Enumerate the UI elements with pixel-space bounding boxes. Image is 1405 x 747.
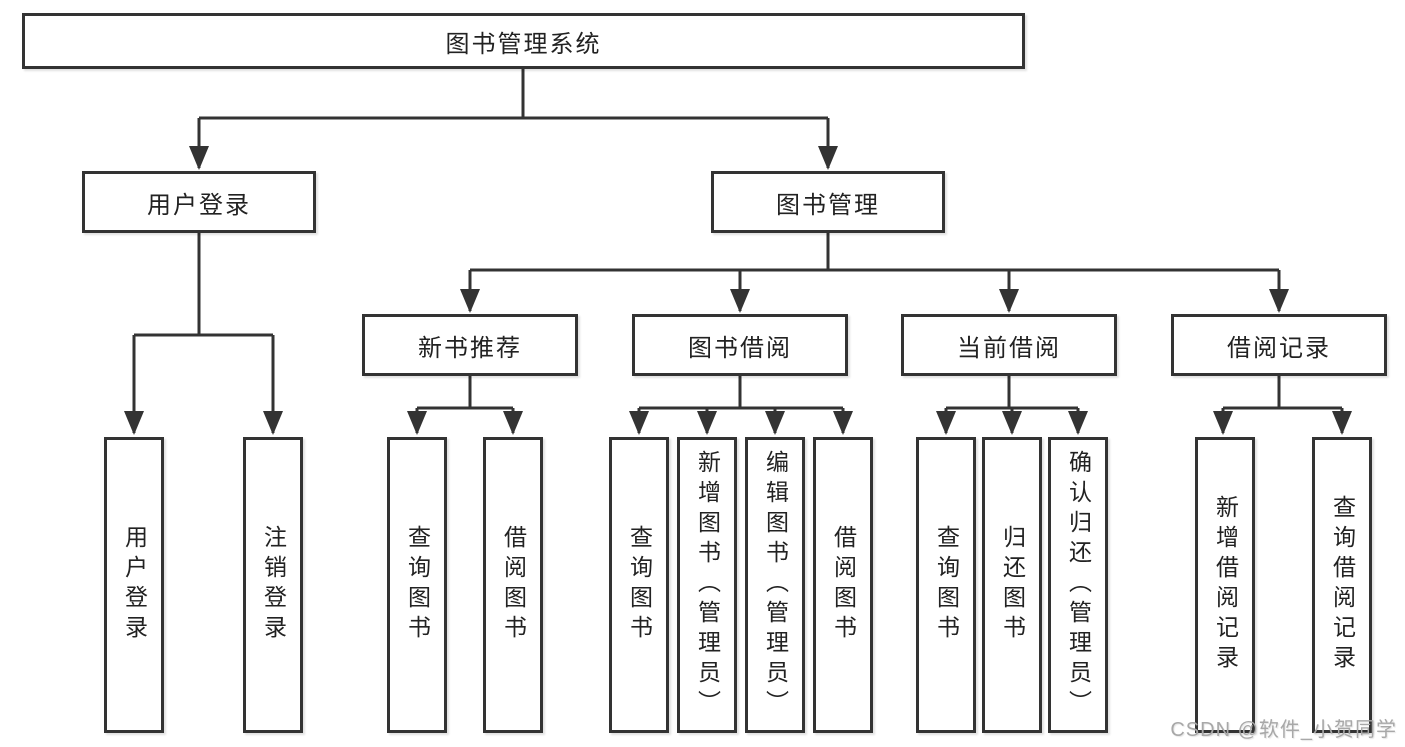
node-new-book-recommendation: 新书推荐: [362, 314, 578, 376]
leaf-edit-books-admin: 编辑图书（管理员）: [745, 437, 805, 733]
leaf-label: 新增图书（管理员）: [694, 450, 721, 720]
leaf-label: 归还图书: [999, 525, 1026, 645]
node-label: 借阅记录: [1227, 334, 1331, 362]
node-label: 新书推荐: [418, 334, 522, 362]
node-book-management: 图书管理: [711, 171, 945, 233]
connector-arrows: [124, 118, 1352, 435]
node-current-borrowing: 当前借阅: [901, 314, 1117, 376]
leaf-label: 查询图书: [626, 525, 653, 645]
node-label: 图书管理: [776, 191, 880, 219]
leaf-label: 编辑图书（管理员）: [762, 450, 789, 720]
leaf-query-books-borrow: 查询图书: [609, 437, 669, 733]
node-library-management-system: 图书管理系统: [22, 13, 1025, 69]
leaf-add-borrow-record: 新增借阅记录: [1195, 437, 1255, 733]
leaf-label: 新增借阅记录: [1212, 495, 1239, 675]
leaf-label: 用户登录: [121, 525, 148, 645]
leaf-return-books: 归还图书: [982, 437, 1042, 733]
leaf-label: 借阅图书: [500, 525, 527, 645]
leaf-confirm-return-admin: 确认归还（管理员）: [1048, 437, 1108, 733]
leaf-user-login: 用户登录: [104, 437, 164, 733]
node-label: 图书借阅: [688, 334, 792, 362]
leaf-label: 查询借阅记录: [1329, 495, 1356, 675]
leaf-query-books-current: 查询图书: [916, 437, 976, 733]
node-label: 当前借阅: [957, 334, 1061, 362]
leaf-label: 查询图书: [933, 525, 960, 645]
leaf-label: 查询图书: [404, 525, 431, 645]
leaf-label: 借阅图书: [830, 525, 857, 645]
leaf-label: 确认归还（管理员）: [1065, 450, 1092, 720]
leaf-query-borrow-record: 查询借阅记录: [1312, 437, 1372, 733]
node-borrowing-records: 借阅记录: [1171, 314, 1387, 376]
leaf-label: 注销登录: [260, 525, 287, 645]
node-label: 用户登录: [147, 191, 251, 219]
csdn-watermark: CSDN @软件_小贺同学: [1170, 719, 1397, 741]
leaf-borrow-books-recommend: 借阅图书: [483, 437, 543, 733]
node-user-login: 用户登录: [82, 171, 316, 233]
node-label: 图书管理系统: [445, 30, 602, 58]
node-book-borrowing: 图书借阅: [632, 314, 848, 376]
leaf-query-books-recommend: 查询图书: [387, 437, 447, 733]
leaf-borrow-books: 借阅图书: [813, 437, 873, 733]
leaf-logout-login: 注销登录: [243, 437, 303, 733]
leaf-add-books-admin: 新增图书（管理员）: [677, 437, 737, 733]
